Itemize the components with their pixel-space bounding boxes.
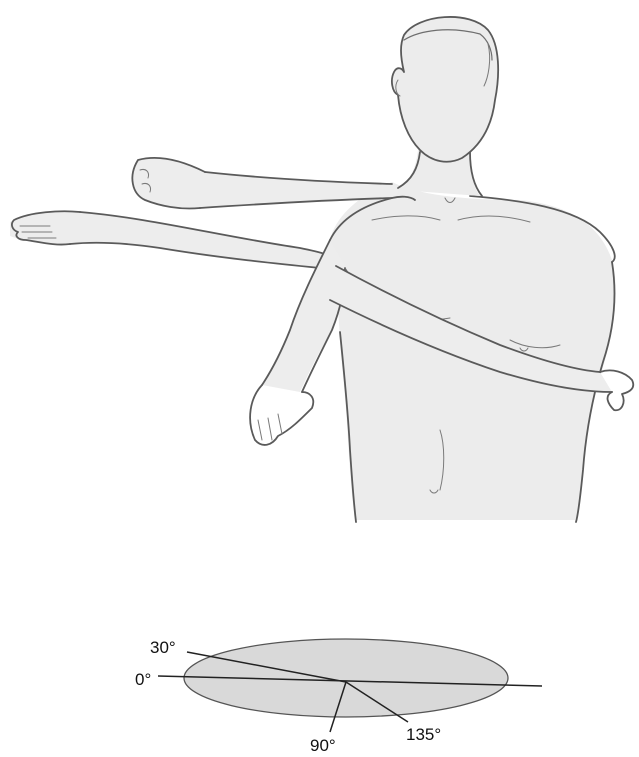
plane-diagram: 30° 0° 90° 135° [135,638,542,755]
label-135-degrees: 135° [406,725,441,744]
label-0-degrees: 0° [135,670,151,689]
human-figure [10,17,633,522]
hanging-hand [250,385,313,445]
label-90-degrees: 90° [310,736,336,755]
head [392,17,498,162]
label-30-degrees: 30° [150,638,176,657]
front-arm-fill [10,211,340,269]
